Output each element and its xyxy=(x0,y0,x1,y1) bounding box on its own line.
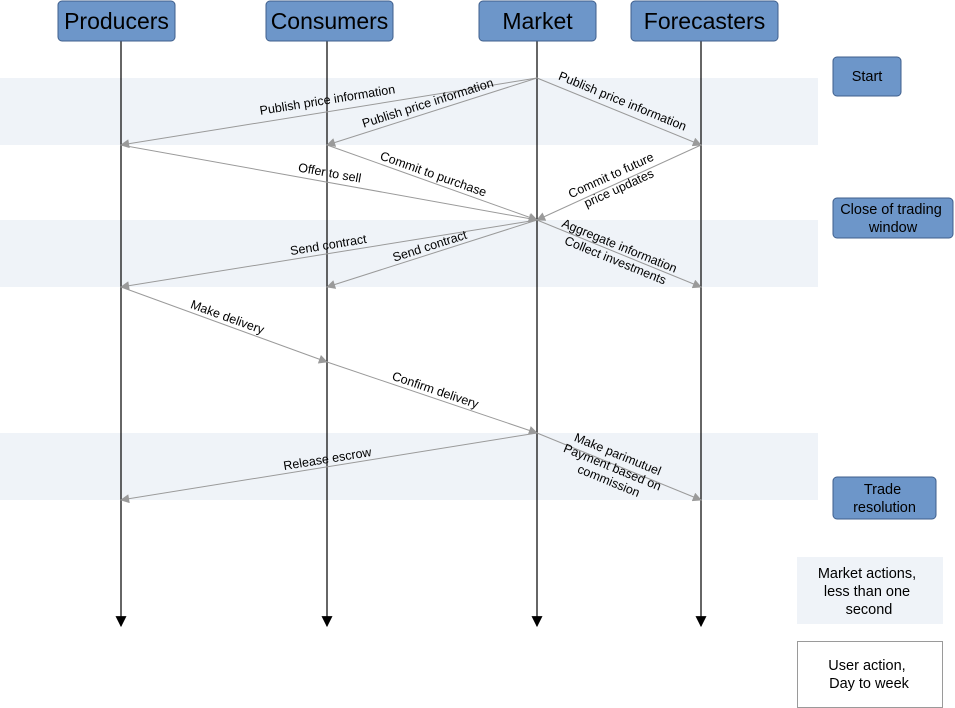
phase-close-of-trading-label: Close of trading window xyxy=(840,202,946,236)
actor-producers-label: Producers xyxy=(64,8,169,34)
legend-market-actions-label: Market actions, less than one second xyxy=(818,566,920,618)
legend-market-line-2: less than one xyxy=(824,584,910,600)
legend-user-action: User action, Day to week xyxy=(797,641,943,708)
message-make-delivery: Make delivery xyxy=(120,286,328,364)
actor-forecasters-label: Forecasters xyxy=(644,8,765,34)
phase-close-of-trading: Close of trading window xyxy=(832,197,954,239)
legend-market-actions: Market actions, less than one second xyxy=(797,557,943,624)
phase-start: Start xyxy=(832,56,902,97)
message-make-delivery-label: Make delivery xyxy=(189,297,267,337)
actor-consumers-label: Consumers xyxy=(271,8,389,34)
phase-close-line-2: window xyxy=(868,220,918,236)
phase-close-line-1: Close of trading xyxy=(840,202,942,218)
message-offer-to-sell-label: Offer to sell xyxy=(297,161,362,186)
phase-start-label: Start xyxy=(852,69,883,85)
legend-user-line-1: User action, xyxy=(828,658,905,674)
band-start xyxy=(0,78,818,145)
phase-trade-resolution-label: Trade resolution xyxy=(853,482,916,516)
actor-consumers: Consumers xyxy=(265,0,394,42)
message-commit-to-purchase-label: Commit to purchase xyxy=(378,149,488,200)
band-resolution xyxy=(0,433,818,500)
actor-producers: Producers xyxy=(57,0,176,42)
legend-market-line-3: second xyxy=(846,602,893,618)
actor-market-label: Market xyxy=(502,8,573,34)
message-confirm-delivery-label: Confirm delivery xyxy=(390,369,481,411)
phase-trade-resolution: Trade resolution xyxy=(832,476,937,520)
actor-market: Market xyxy=(478,0,597,42)
band-close xyxy=(0,220,818,287)
message-commit-future-label: Commit to future price updates xyxy=(566,148,665,214)
legend-market-line-1: Market actions, xyxy=(818,566,916,582)
message-commit-future: Commit to future price updates xyxy=(536,144,702,221)
phase-resolution-line-2: resolution xyxy=(853,500,916,516)
legend-user-action-label: User action, Day to week xyxy=(828,658,909,692)
message-confirm-delivery: Confirm delivery xyxy=(326,361,538,435)
actor-forecasters: Forecasters xyxy=(630,0,779,42)
phase-resolution-line-1: Trade xyxy=(864,482,901,498)
legend-user-line-2: Day to week xyxy=(829,676,910,692)
